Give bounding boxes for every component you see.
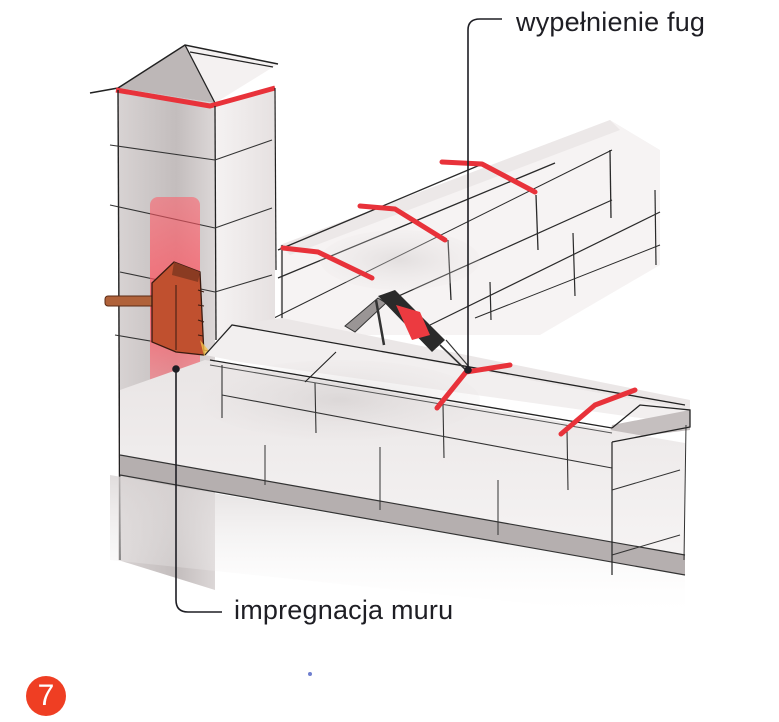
callout-leaders (172, 18, 502, 613)
front-wall (110, 318, 691, 620)
leader-wall-impregnation (175, 369, 222, 613)
callout-label-joint-filling: wypełnienie fug (516, 7, 706, 37)
leader-joint-filling (467, 18, 502, 370)
figure-number-badge: 7 (26, 676, 66, 716)
callout-label-wall-impregnation: impregnacja muru (234, 595, 454, 625)
caulking-gun (344, 290, 471, 373)
back-wall-sealed-joints (280, 159, 538, 281)
stray-dot (308, 672, 312, 676)
paint-brush (104, 261, 210, 356)
back-wall (269, 120, 661, 335)
